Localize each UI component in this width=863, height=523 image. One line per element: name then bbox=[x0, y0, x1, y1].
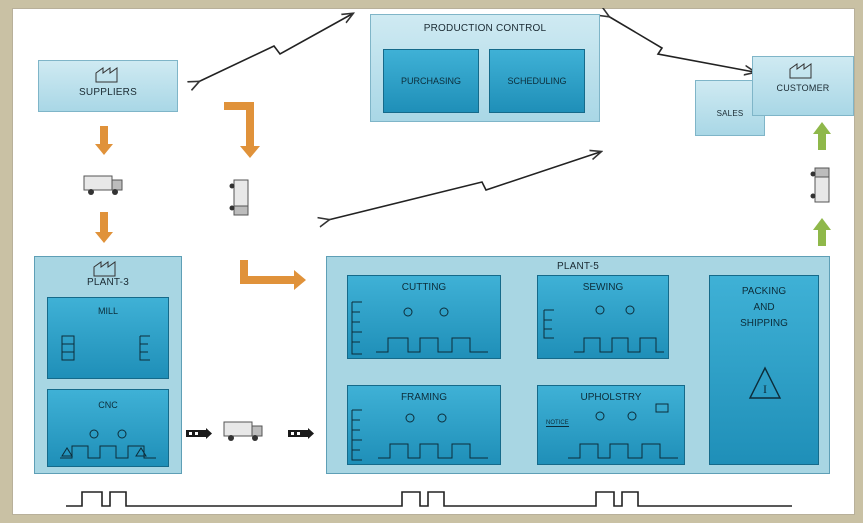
cnc-label: CNC bbox=[98, 400, 118, 410]
orange-arrow-bend-down bbox=[224, 102, 260, 158]
framing-box: FRAMING bbox=[347, 385, 501, 465]
truck-icon-customer bbox=[810, 167, 830, 203]
orange-arrow-bend-right bbox=[240, 260, 306, 290]
framing-operators-icon bbox=[351, 409, 488, 461]
purchasing-label: PURCHASING bbox=[400, 76, 461, 86]
plant3-label: PLANT-3 bbox=[87, 277, 129, 288]
green-arrow-up-2 bbox=[813, 218, 831, 246]
mill-label: MILL bbox=[97, 306, 118, 316]
sales-label: SALES bbox=[716, 109, 744, 118]
cutting-operators-icon bbox=[351, 301, 488, 355]
plant5-label: PLANT-5 bbox=[557, 261, 599, 272]
suppliers-box: SUPPLIERS bbox=[38, 60, 178, 112]
production-control-box: PRODUCTION CONTROL PURCHASING SCHEDULING bbox=[370, 14, 600, 122]
value-stream-map: PRODUCTION CONTROL PURCHASING SCHEDULING… bbox=[12, 8, 855, 515]
customer-box: CUSTOMER bbox=[752, 56, 854, 116]
orange-arrow-down-1 bbox=[95, 126, 113, 155]
upholstry-operators-icon bbox=[568, 403, 678, 459]
purchasing-box: PURCHASING bbox=[383, 49, 479, 113]
scheduling-box: SCHEDULING bbox=[489, 49, 585, 113]
suppliers-label: SUPPLIERS bbox=[79, 87, 137, 98]
push-arrow-cnc-truck bbox=[186, 428, 212, 439]
green-arrow-up-1 bbox=[813, 122, 831, 150]
packing-label-1: PACKING bbox=[741, 286, 787, 297]
sewing-box: SEWING bbox=[537, 275, 669, 359]
plant3-box: PLANT-3 MILL CNC bbox=[34, 256, 182, 474]
upholstry-label: UPHOLSTRY bbox=[580, 392, 642, 403]
truck-icon-left bbox=[83, 175, 123, 195]
timeline-ladder bbox=[66, 491, 792, 507]
cutting-box: CUTTING bbox=[347, 275, 501, 359]
truck-icon-bottom bbox=[223, 421, 263, 441]
inventory-mark: I bbox=[763, 382, 767, 396]
orange-arrow-down-2 bbox=[95, 212, 113, 243]
framing-label: FRAMING bbox=[400, 392, 448, 403]
info-flow-lightning-plant5 bbox=[328, 152, 600, 220]
push-arrow-truck-plant5 bbox=[288, 428, 314, 439]
packing-label-2: AND bbox=[753, 302, 775, 313]
factory-icon-customer bbox=[789, 63, 812, 79]
truck-icon-vertical bbox=[229, 179, 249, 216]
upholstry-box: UPHOLSTRY NOTICE bbox=[537, 385, 685, 465]
factory-icon-plant3 bbox=[93, 261, 116, 277]
plant5-box: PLANT-5 CUTTING SEWING FRAMING bbox=[326, 256, 830, 474]
packing-shipping-box: PACKING AND SHIPPING I bbox=[709, 275, 819, 465]
operator-tag: NOTICE bbox=[546, 420, 569, 427]
inventory-triangle-icon bbox=[748, 366, 782, 399]
operators-icon bbox=[60, 429, 156, 459]
customer-label: CUSTOMER bbox=[776, 83, 830, 93]
mill-box: MILL bbox=[47, 297, 169, 379]
info-flow-lightning-suppliers bbox=[198, 14, 352, 82]
info-flow-lightning-customer bbox=[608, 16, 754, 72]
production-control-label: PRODUCTION CONTROL bbox=[423, 23, 547, 34]
scheduling-label: SCHEDULING bbox=[507, 76, 567, 86]
sewing-operators-icon bbox=[543, 305, 664, 353]
factory-icon bbox=[95, 67, 118, 83]
machine-icon bbox=[61, 335, 150, 361]
sewing-label: SEWING bbox=[582, 282, 624, 293]
cnc-box: CNC bbox=[47, 389, 169, 467]
cutting-label: CUTTING bbox=[401, 282, 447, 293]
packing-label-3: SHIPPING bbox=[740, 318, 788, 329]
